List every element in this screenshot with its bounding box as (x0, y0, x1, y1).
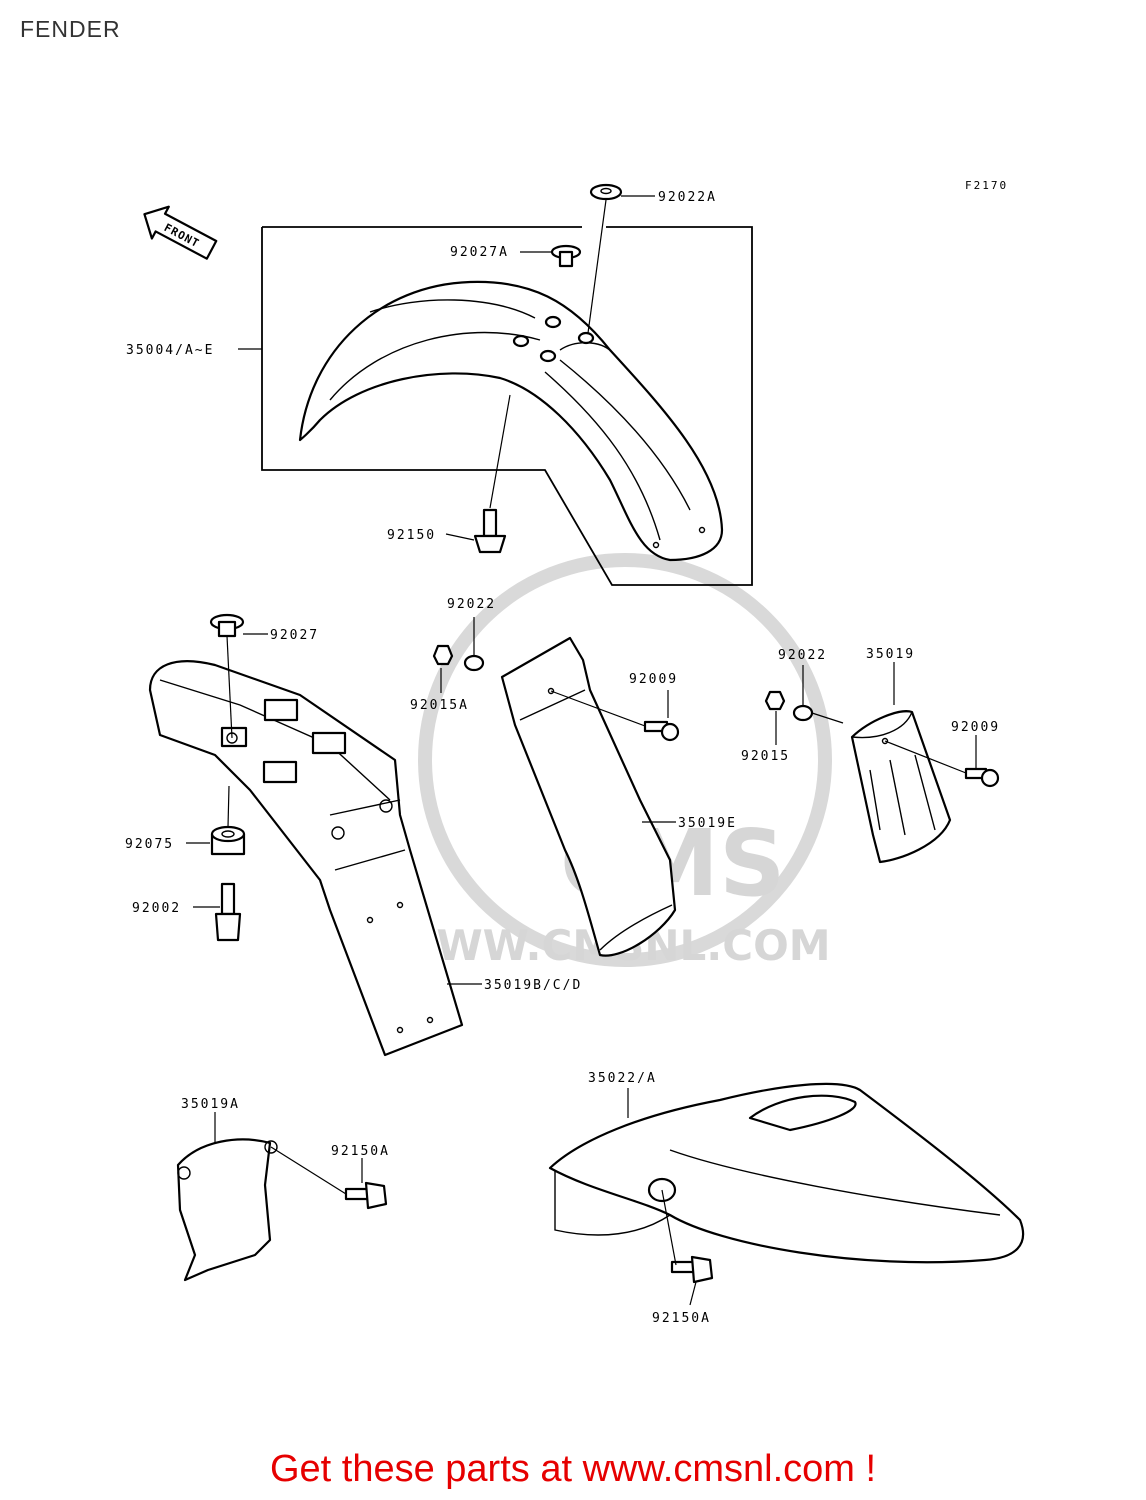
screw-icon (964, 767, 1000, 788)
front-fender (298, 280, 724, 562)
label-92022-right: 92022 (778, 648, 827, 663)
nut-icon (432, 644, 454, 666)
washer-icon (463, 654, 485, 672)
washer-icon (792, 704, 814, 722)
label-92150A-rear: 92150A (652, 1311, 711, 1326)
fork-guard-right (850, 710, 952, 864)
label-92150: 92150 (387, 528, 436, 543)
footer-link[interactable]: Get these parts at www.cmsnl.com ! (269, 1448, 877, 1490)
label-92027A: 92027A (450, 245, 509, 260)
label-92022A: 92022A (658, 190, 717, 205)
fork-guard-left (500, 636, 677, 957)
nut-icon (764, 690, 786, 711)
front-fender-bracket (148, 660, 464, 1057)
page-title: FENDER (20, 16, 121, 42)
leader-lines (186, 195, 977, 1306)
label-92015A: 92015A (410, 698, 469, 713)
grommet-icon (210, 825, 246, 856)
assembly-box (261, 226, 753, 586)
label-35019BCD: 35019B/C/D (484, 978, 582, 993)
bolt-icon (670, 1255, 714, 1284)
fender-parts-diagram: CMS WWW.CMSNL.COM F2170 FRONT (125, 179, 1025, 1326)
washer-icon (589, 183, 623, 201)
label-35022A: 35022/A (588, 1071, 657, 1086)
label-35019A: 35019A (181, 1097, 240, 1112)
screw-icon (643, 720, 680, 742)
label-92027: 92027 (270, 628, 319, 643)
label-35004: 35004/A~E (126, 343, 214, 358)
rear-fender (548, 1082, 1025, 1264)
watermark-ring (418, 553, 832, 967)
label-92075: 92075 (125, 837, 174, 852)
label-35019: 35019 (866, 647, 915, 662)
diagram-code: F2170 (965, 179, 1008, 192)
label-92150A-left: 92150A (331, 1144, 390, 1159)
fender-cover-plate (176, 1138, 278, 1282)
label-35019E: 35019E (678, 816, 737, 831)
label-92022-center: 92022 (447, 597, 496, 612)
bolt-icon (344, 1181, 388, 1210)
label-92015: 92015 (741, 749, 790, 764)
front-arrow-icon: FRONT (143, 205, 218, 260)
label-92002: 92002 (132, 901, 181, 916)
label-92009-center: 92009 (629, 672, 678, 687)
bolt-icon (214, 882, 242, 942)
label-92009-right: 92009 (951, 720, 1000, 735)
part-labels: 92022A 92027A 35004/A~E 92150 92022 9201… (125, 190, 1000, 1326)
bolt-icon (473, 508, 507, 554)
